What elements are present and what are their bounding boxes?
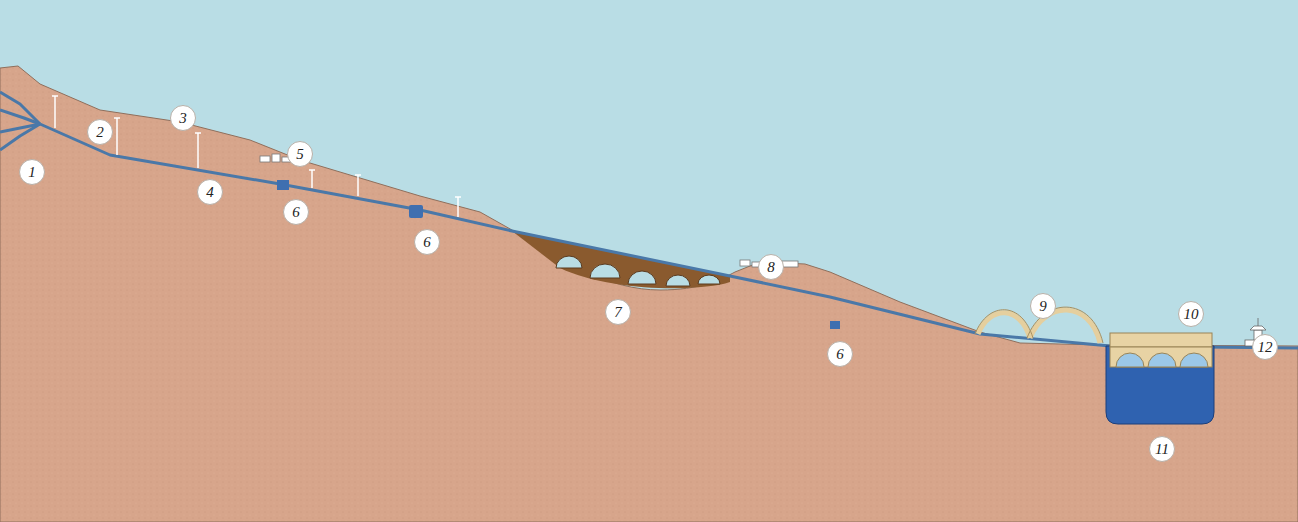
ground bbox=[0, 66, 1298, 522]
bridge-arches bbox=[556, 256, 720, 286]
callout-number: 4 bbox=[197, 179, 223, 205]
cistern bbox=[1106, 346, 1214, 424]
bridge-body bbox=[512, 231, 730, 288]
access-shafts bbox=[52, 96, 461, 217]
callout-number: 8 bbox=[758, 254, 784, 280]
callout-number: 2 bbox=[87, 119, 113, 145]
callout-number: 1 bbox=[19, 159, 45, 185]
callout-number: 6 bbox=[414, 229, 440, 255]
callout-number: 12 bbox=[1252, 334, 1278, 360]
callout-number: 11 bbox=[1149, 436, 1175, 462]
callout-number: 10 bbox=[1178, 301, 1204, 327]
water-channel bbox=[0, 92, 1298, 348]
callout-number: 7 bbox=[605, 299, 631, 325]
reservoir-building bbox=[1110, 333, 1212, 367]
callout-number: 3 bbox=[170, 105, 196, 131]
callout-number: 9 bbox=[1030, 293, 1056, 319]
settling-tanks bbox=[277, 180, 840, 329]
callout-number: 6 bbox=[827, 341, 853, 367]
callout-number: 5 bbox=[287, 141, 313, 167]
buildings bbox=[260, 154, 798, 267]
callout-number: 6 bbox=[283, 199, 309, 225]
